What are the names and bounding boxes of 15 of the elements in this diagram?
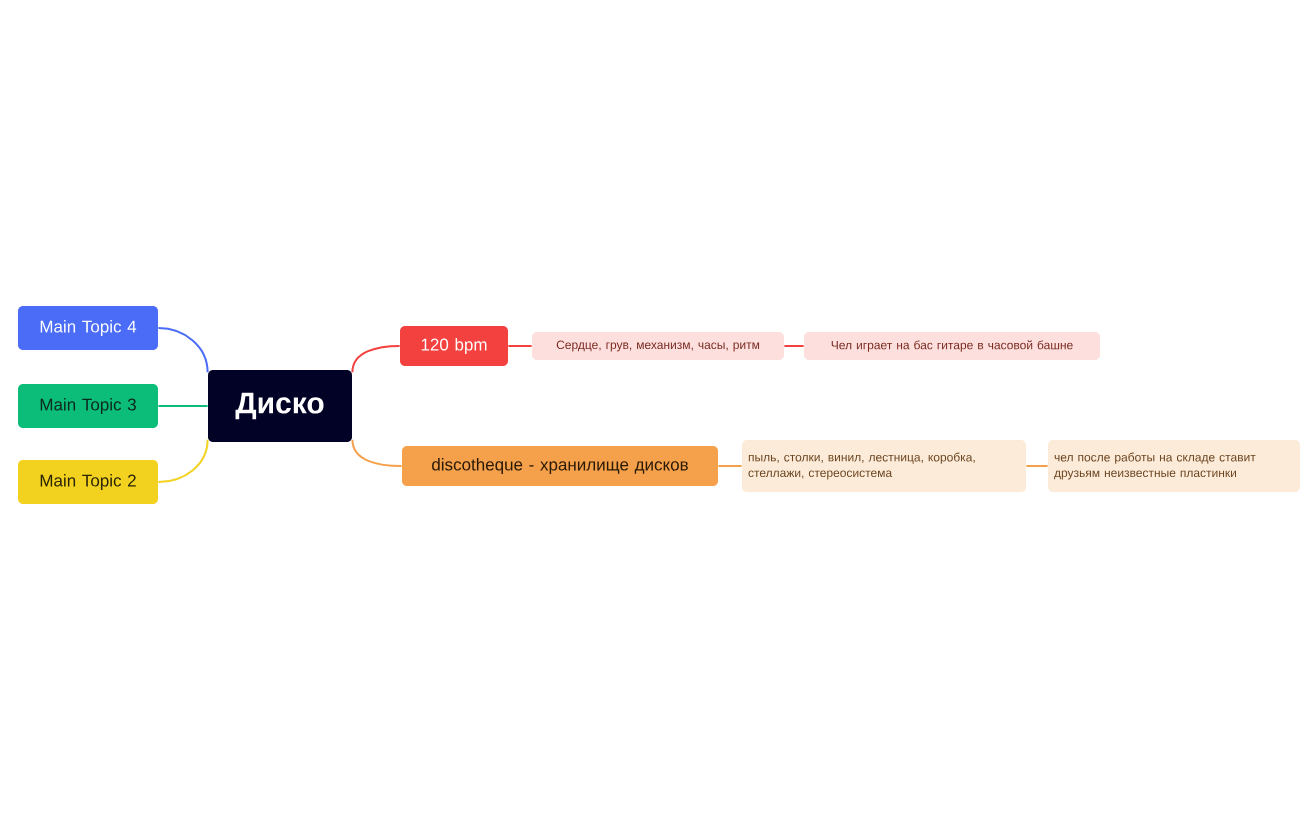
connector <box>783 345 805 347</box>
topic-box: discotheque - хранилище дисков <box>402 446 718 486</box>
connector <box>507 345 533 347</box>
connector <box>351 345 401 374</box>
topic-box: Main Topic 4 <box>18 306 158 350</box>
connector <box>157 405 209 407</box>
topic-box: Main Topic 3 <box>18 384 158 428</box>
connector <box>351 438 403 467</box>
connector <box>1025 465 1049 467</box>
connector <box>157 438 209 483</box>
topic-box: 120 bpm <box>400 326 508 366</box>
topic-box: Main Topic 2 <box>18 460 158 504</box>
connector <box>717 465 743 467</box>
connector <box>157 327 209 374</box>
central-topic-box: Диско <box>208 370 352 442</box>
